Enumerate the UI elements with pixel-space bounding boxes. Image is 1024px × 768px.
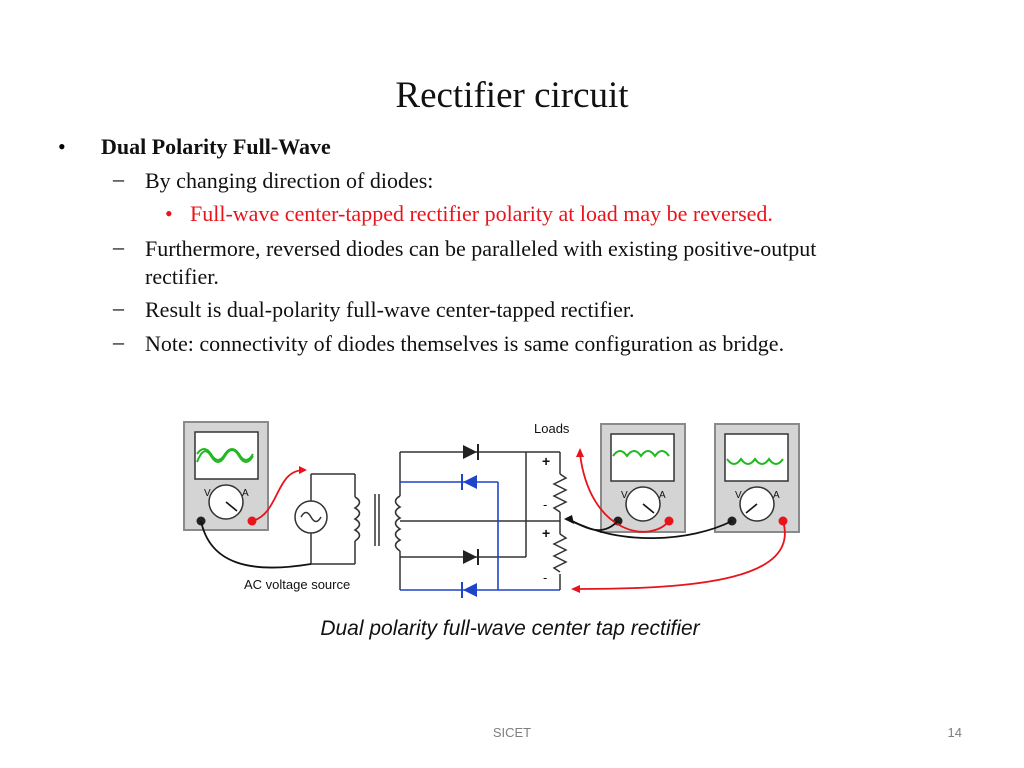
dash-marker: –	[113, 234, 124, 259]
footer-text: SICET	[492, 725, 532, 740]
volt-label: V	[621, 490, 628, 501]
sub-bullet-reversed-diodes: Furthermore, reversed diodes can be para…	[145, 236, 817, 261]
sub-bullet-reversed-diodes-cont: rectifier.	[145, 264, 219, 289]
oscilloscope-output-negative: V A	[714, 423, 800, 533]
oscilloscope-output-positive: V A	[600, 423, 686, 533]
amp-label: A	[773, 490, 780, 501]
sub-bullet-note: Note: connectivity of diodes themselves …	[145, 331, 785, 356]
load-resistor-icon	[552, 533, 568, 573]
amp-label: A	[659, 490, 666, 501]
ac-source-label: AC voltage source	[244, 577, 350, 592]
dash-marker: –	[113, 295, 124, 320]
probe-lead	[569, 519, 733, 540]
oscilloscope-source: V A	[183, 421, 269, 531]
sub-bullet-result: Result is dual-polarity full-wave center…	[145, 297, 635, 322]
primary-coil-icon	[353, 496, 361, 542]
sub-sub-bullet-polarity-reversed: Full-wave center-tapped rectifier polari…	[190, 201, 773, 226]
diode-icon	[461, 474, 477, 490]
volt-label: V	[735, 490, 742, 501]
minus-label: -	[543, 570, 547, 585]
loads-label: Loads	[534, 421, 570, 436]
bullet-marker: •	[58, 134, 66, 159]
load-resistor-icon	[552, 473, 568, 513]
diode-icon	[463, 549, 479, 565]
minus-label: -	[543, 497, 547, 512]
sub-bullet-changing-direction: By changing direction of diodes:	[145, 168, 434, 193]
slide-title: Rectifier circuit	[395, 75, 629, 116]
secondary-coil-icon	[394, 495, 402, 552]
dash-marker: –	[113, 329, 124, 354]
plus-label: +	[542, 453, 550, 469]
probe-lead	[251, 469, 306, 522]
reversed-diode-paths	[400, 481, 499, 591]
diode-icon	[461, 582, 477, 598]
bullet-dual-polarity: Dual Polarity Full-Wave	[101, 134, 331, 159]
figure-caption: Dual polarity full-wave center tap recti…	[320, 617, 700, 640]
bullet-marker: •	[165, 201, 173, 226]
plus-label: +	[542, 525, 550, 541]
amp-label: A	[242, 488, 249, 499]
page-number: 14	[947, 725, 962, 740]
diode-icon	[463, 444, 479, 460]
rectifier-circuit-diagram: V A	[183, 421, 800, 598]
probe-lead	[577, 520, 786, 590]
probe-lead	[200, 520, 312, 569]
probe-lead	[579, 453, 670, 533]
volt-label: V	[204, 488, 211, 499]
dash-marker: –	[113, 166, 124, 191]
